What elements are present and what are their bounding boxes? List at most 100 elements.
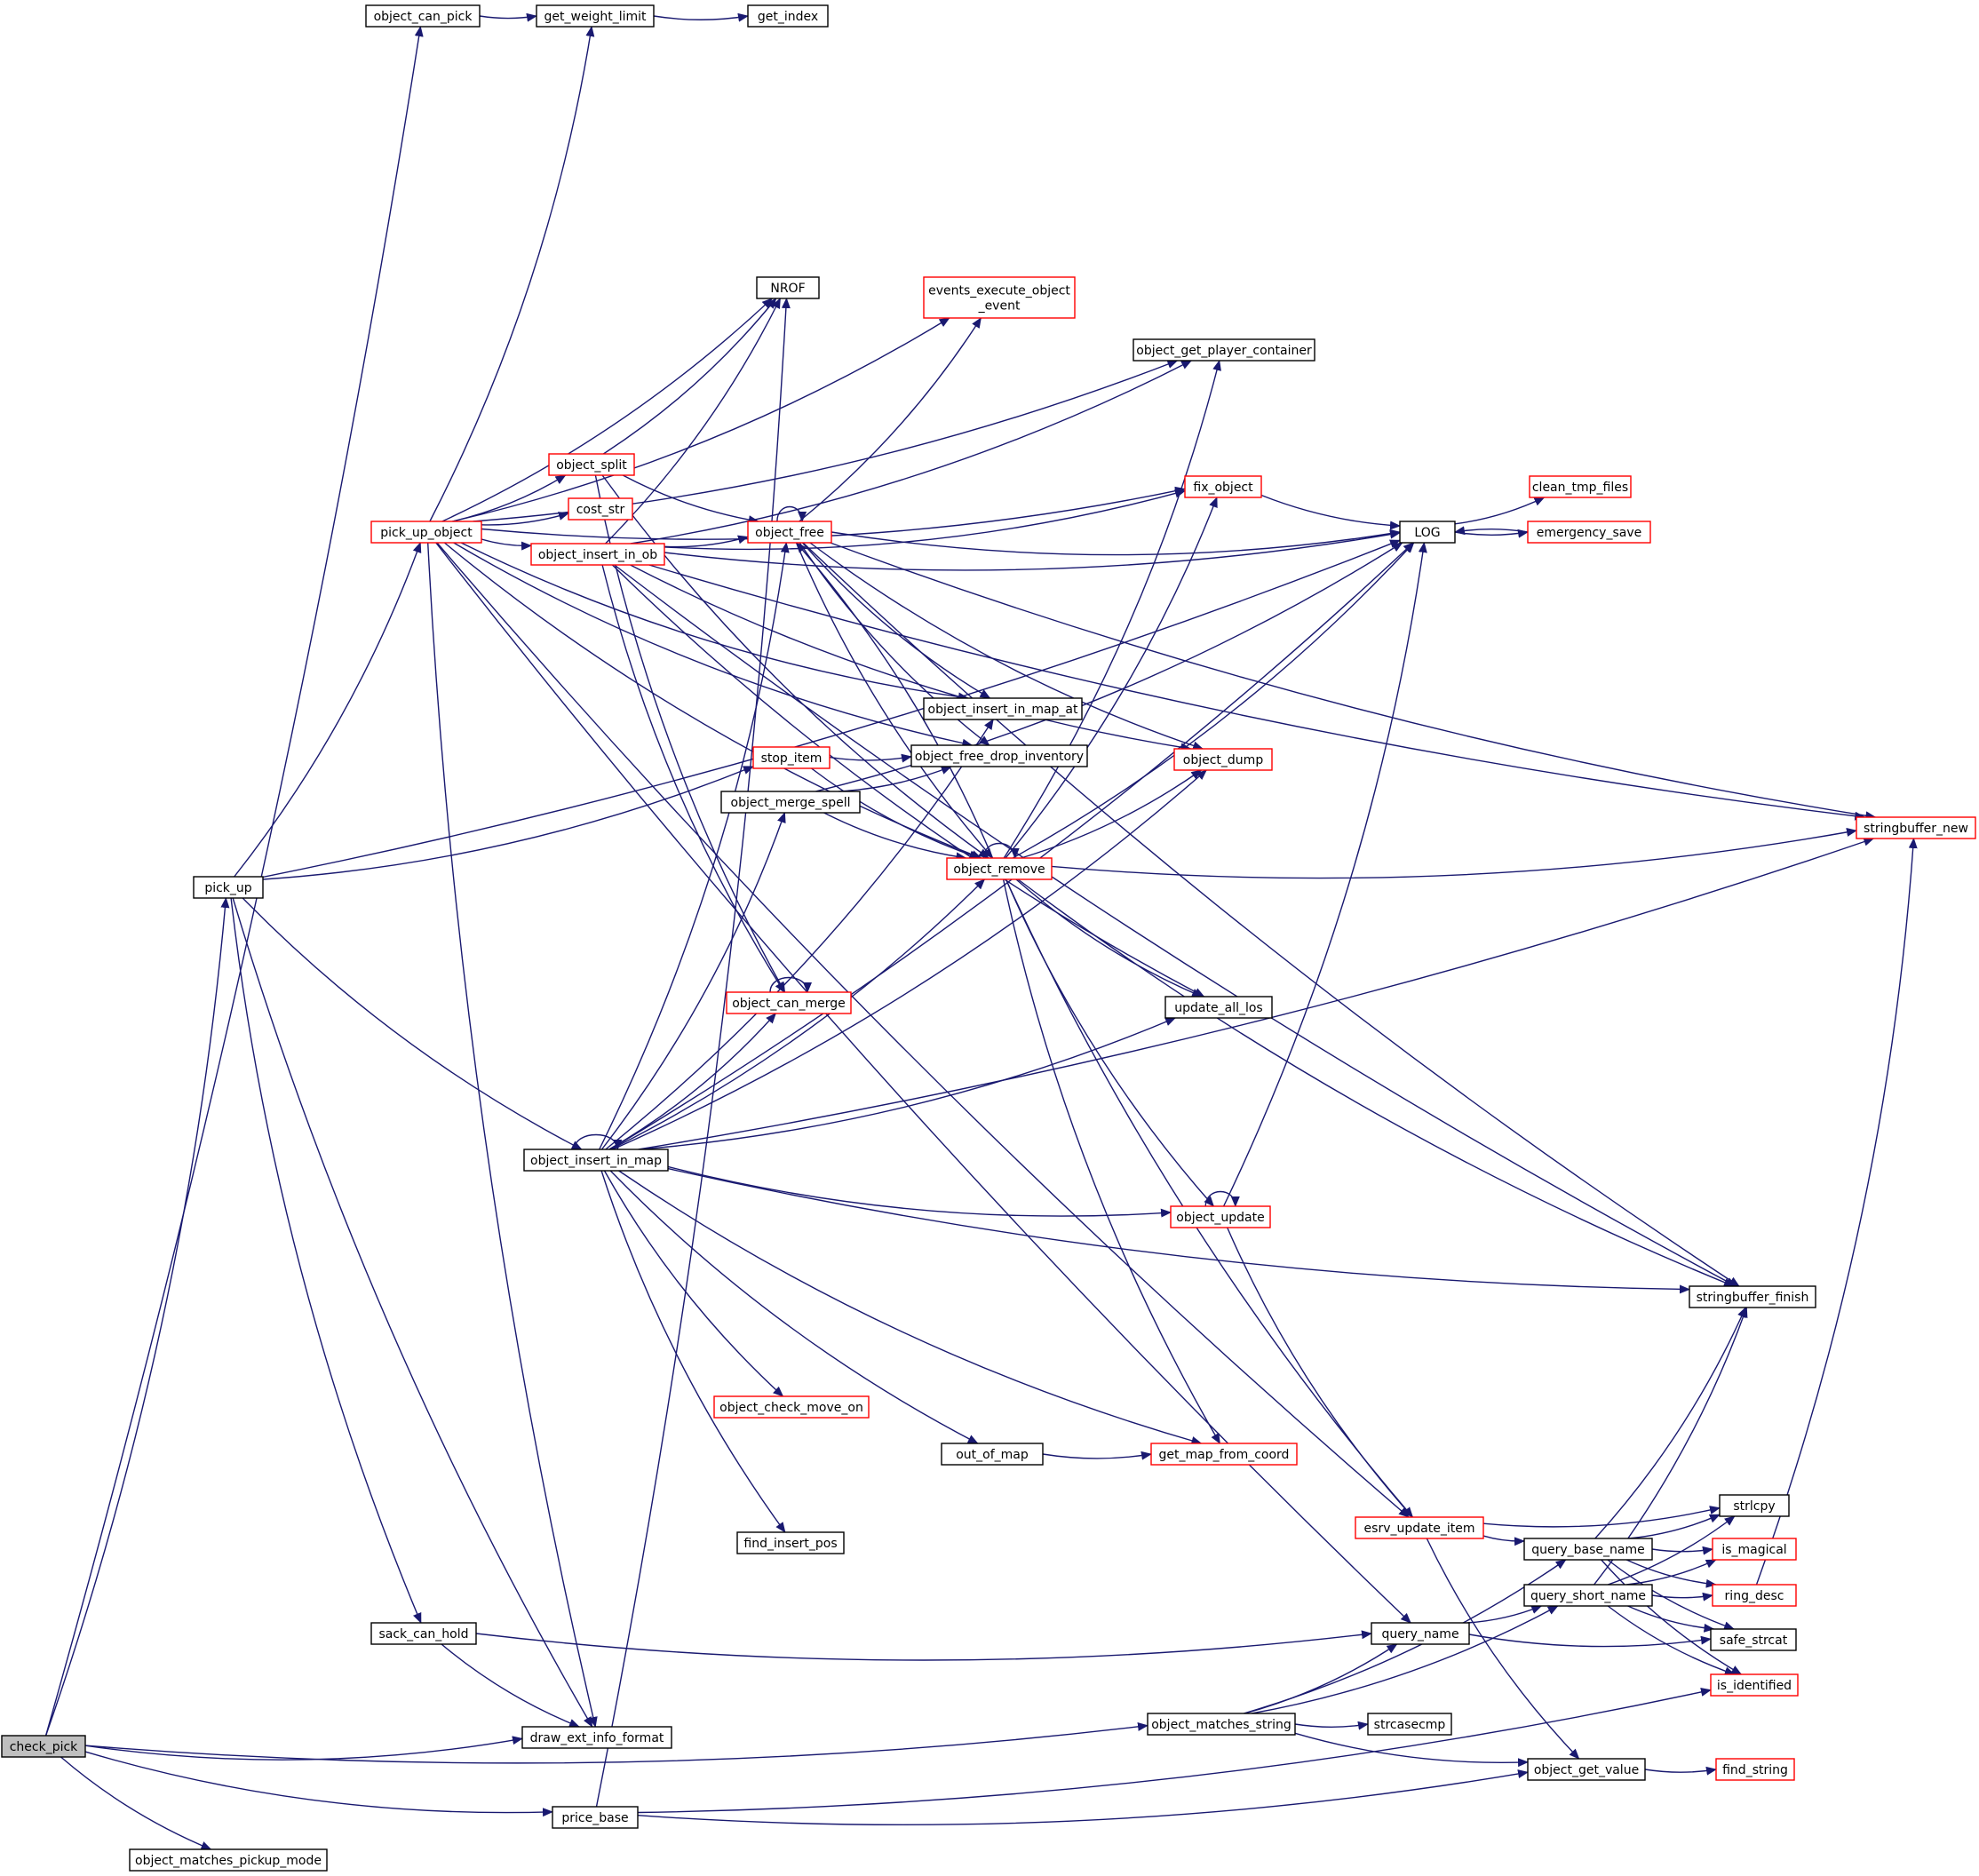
node-object-remove[interactable]: object_remove	[946, 857, 1053, 880]
edge-path	[481, 538, 532, 551]
edge-path	[1466, 1605, 1543, 1624]
node-safe-strcat[interactable]: safe_strcat	[1710, 1628, 1797, 1651]
node-label: object_can_merge	[732, 997, 846, 1011]
node-object-insert-in-ob[interactable]: object_insert_in_ob	[530, 543, 665, 566]
node-object-insert-in-map[interactable]: object_insert_in_map	[523, 1149, 669, 1172]
node-NROF[interactable]: NROF	[756, 276, 820, 299]
node-pick-up[interactable]: pick_up	[193, 876, 264, 899]
edge-query_base_name-to-strlcpy	[1628, 1514, 1721, 1539]
node-label: object_dump	[1183, 753, 1264, 767]
node-query-name[interactable]: query_name	[1371, 1622, 1470, 1645]
node-object-can-merge[interactable]: object_can_merge	[726, 991, 852, 1014]
node-strcasecmp[interactable]: strcasecmp	[1367, 1713, 1452, 1736]
edge-query_short_name-to-is_identified	[1607, 1605, 1736, 1676]
node-clean-tmp-files[interactable]: clean_tmp_files	[1529, 475, 1632, 498]
node-esrv-update-item[interactable]: esrv_update_item	[1355, 1516, 1484, 1539]
node-object-matches-pickup-mode[interactable]: object_matches_pickup_mode	[129, 1848, 328, 1872]
node-pick-up-object[interactable]: pick_up_object	[370, 521, 482, 544]
edge-path	[1012, 542, 1415, 859]
node-find-insert-pos[interactable]: find_insert_pos	[736, 1531, 845, 1554]
node-box	[720, 791, 861, 814]
edge-query_base_name-to-safe_strcat	[1607, 1559, 1736, 1631]
node-box	[726, 991, 852, 1014]
node-draw-ext-info-format[interactable]: draw_ext_info_format	[521, 1726, 672, 1749]
node-check-pick[interactable]: check_pick	[1, 1735, 86, 1758]
node-emergency-save[interactable]: emergency_save	[1527, 521, 1651, 544]
node-box	[946, 857, 1053, 880]
node-label: object_check_move_on	[719, 1401, 863, 1415]
node-box	[1147, 1713, 1296, 1736]
node-object-check-move-on[interactable]: object_check_move_on	[713, 1395, 870, 1419]
node-box	[1856, 816, 1976, 839]
edge-path	[1607, 1559, 1736, 1631]
node-box	[1712, 1584, 1797, 1607]
node-cost-str[interactable]: cost_str	[568, 497, 633, 521]
node-object-free-drop-inventory[interactable]: object_free_drop_inventory	[910, 744, 1088, 767]
node-box	[1712, 1538, 1797, 1561]
node-is-magical[interactable]: is_magical	[1712, 1538, 1797, 1561]
edge-object_insert_in_map-to-object_can_merge	[608, 1013, 776, 1150]
edge-object_insert_in_ob-to-object_can_merge	[601, 564, 785, 993]
node-query-base-name[interactable]: query_base_name	[1523, 1538, 1653, 1561]
edge-path	[603, 1170, 784, 1397]
edge-path	[1607, 1605, 1736, 1676]
node-object-get-player-container[interactable]: object_get_player_container	[1133, 338, 1315, 362]
node-box	[1523, 1538, 1653, 1561]
node-object-get-value[interactable]: object_get_value	[1527, 1758, 1646, 1781]
node-label: get_index	[758, 10, 818, 24]
edge-path	[479, 12, 537, 22]
node-is-identified[interactable]: is_identified	[1710, 1673, 1799, 1697]
node-stringbuffer-finish[interactable]: stringbuffer_finish	[1689, 1285, 1816, 1308]
node-find-string[interactable]: find_string	[1715, 1758, 1795, 1781]
edge-pick_up_object-to-object_insert_in_map_at	[460, 542, 969, 702]
edge-path	[831, 529, 1401, 556]
node-box	[736, 1531, 845, 1554]
edge-object_matches_string-to-query_name	[1244, 1643, 1398, 1714]
node-label: pick_up	[204, 881, 251, 895]
node-stop-item[interactable]: stop_item	[752, 746, 831, 769]
node-sack-can-hold[interactable]: sack_can_hold	[370, 1622, 477, 1645]
edge-pick_up_object-to-events_execute_object_event	[452, 317, 950, 522]
node-object-insert-in-map-at[interactable]: object_insert_in_map_at	[923, 697, 1083, 720]
edge-path	[830, 542, 1877, 821]
edge-path	[84, 1736, 523, 1761]
edge-path	[612, 769, 1207, 1150]
node-fix-object[interactable]: fix_object	[1184, 475, 1262, 498]
edge-path	[622, 474, 759, 525]
node-label: is_magical	[1721, 1543, 1786, 1557]
node-object-split[interactable]: object_split	[548, 453, 635, 476]
edge-path	[614, 564, 1737, 1287]
edge-path	[1222, 542, 1427, 1207]
node-box	[1399, 521, 1456, 544]
node-out-of-map[interactable]: out_of_map	[941, 1443, 1044, 1466]
node-update-all-los[interactable]: update_all_los	[1164, 996, 1273, 1019]
node-ring-desc[interactable]: ring_desc	[1712, 1584, 1797, 1607]
edge-path	[481, 486, 1186, 540]
node-get-map-from-coord[interactable]: get_map_from_coord	[1150, 1443, 1298, 1466]
node-query-short-name[interactable]: query_short_name	[1523, 1584, 1653, 1607]
node-LOG[interactable]: LOG	[1399, 521, 1456, 544]
edge-path	[664, 489, 1186, 551]
edge-object_remove-to-esrv_update_item	[1005, 878, 1414, 1518]
edge-esrv_update_item-to-object_get_value	[1426, 1538, 1580, 1760]
node-label: object_update	[1176, 1211, 1264, 1225]
edge-path	[1601, 1559, 1743, 1675]
node-strlcpy[interactable]: strlcpy	[1719, 1494, 1790, 1517]
node-object-free[interactable]: object_free	[747, 521, 832, 544]
node-get-weight-limit[interactable]: get_weight_limit	[536, 4, 655, 28]
node-object-merge-spell[interactable]: object_merge_spell	[720, 791, 861, 814]
node-stringbuffer-new[interactable]: stringbuffer_new	[1856, 816, 1976, 839]
node-price-base[interactable]: price_base	[552, 1806, 639, 1829]
edge-out_of_map-to-get_map_from_coord	[1042, 1451, 1152, 1460]
node-object-update[interactable]: object_update	[1170, 1205, 1271, 1228]
edge-object_insert_in_map-to-object_free	[599, 542, 790, 1150]
edge-path	[802, 542, 1740, 1287]
node-events-execute-object-event[interactable]: events_execute_object_event	[923, 276, 1076, 319]
node-object-dump[interactable]: object_dump	[1173, 748, 1273, 771]
node-box	[1710, 1628, 1797, 1651]
edge-path	[602, 298, 777, 455]
node-object-matches-string[interactable]: object_matches_string	[1147, 1713, 1296, 1736]
node-label: events_execute_object	[928, 284, 1070, 298]
node-object-can-pick[interactable]: object_can_pick	[365, 4, 481, 28]
node-get-index[interactable]: get_index	[747, 4, 829, 28]
